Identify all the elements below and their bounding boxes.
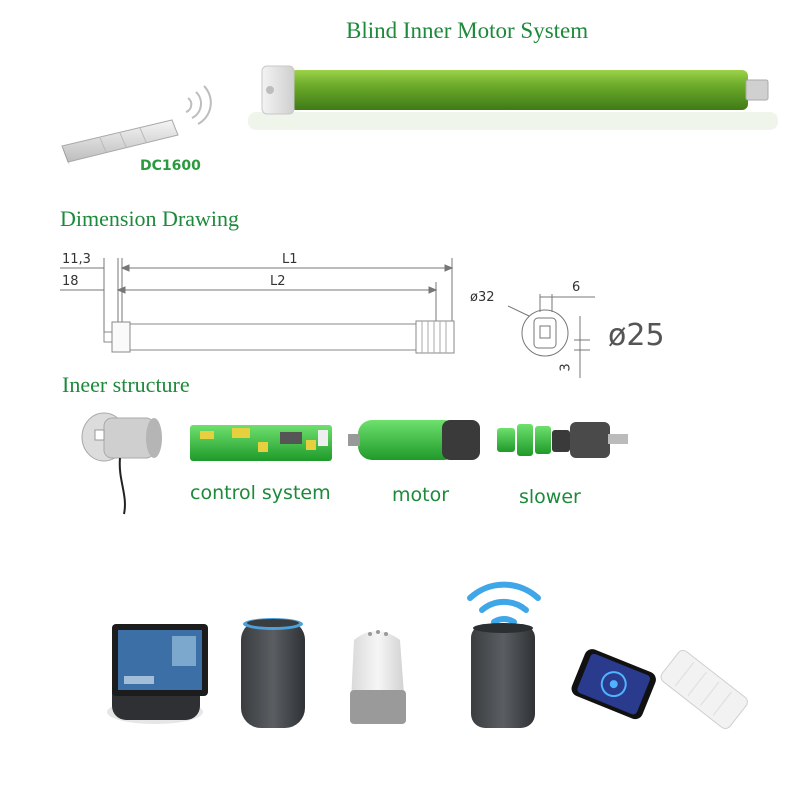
motor-label: motor (392, 484, 450, 506)
head-diameter-label: ø32 (470, 290, 495, 305)
smart-speaker-white-icon (350, 630, 406, 724)
wireless-signal-icon (185, 85, 212, 125)
dimension-label-l2: L2 (270, 274, 286, 289)
remote-control-image (61, 119, 179, 166)
inner-structure-title: Ineer structure (62, 372, 190, 397)
remote-control-icon (660, 649, 748, 730)
dimension-drawing-title: Dimension Drawing (60, 206, 240, 231)
tube-diameter-label: ø25 (608, 318, 665, 353)
tube-motor-image (248, 65, 778, 130)
gear-motor-image (81, 412, 162, 515)
dimension-label-a: 11,3 (62, 252, 91, 267)
slower-label: slower (519, 486, 581, 508)
dimension-drawing (60, 258, 595, 378)
slower-gearbox-image (497, 422, 628, 458)
smart-speaker-dark-icon (241, 618, 305, 728)
dimension-label-l1: L1 (282, 252, 298, 267)
wifi-speaker-icon (471, 623, 535, 728)
smartphone-icon (571, 649, 656, 720)
page-title: Blind Inner Motor System (346, 18, 589, 43)
dimension-label-b: 18 (62, 274, 79, 289)
control-system-label: control system (190, 482, 331, 504)
smart-display-icon (107, 624, 208, 724)
head-width-label: 6 (572, 280, 581, 295)
head-height-label: 3 (558, 363, 574, 372)
wifi-signal-icon (467, 581, 541, 625)
motor-image (348, 420, 480, 460)
remote-model-label: DC1600 (140, 158, 201, 174)
control-board-image (190, 425, 332, 461)
